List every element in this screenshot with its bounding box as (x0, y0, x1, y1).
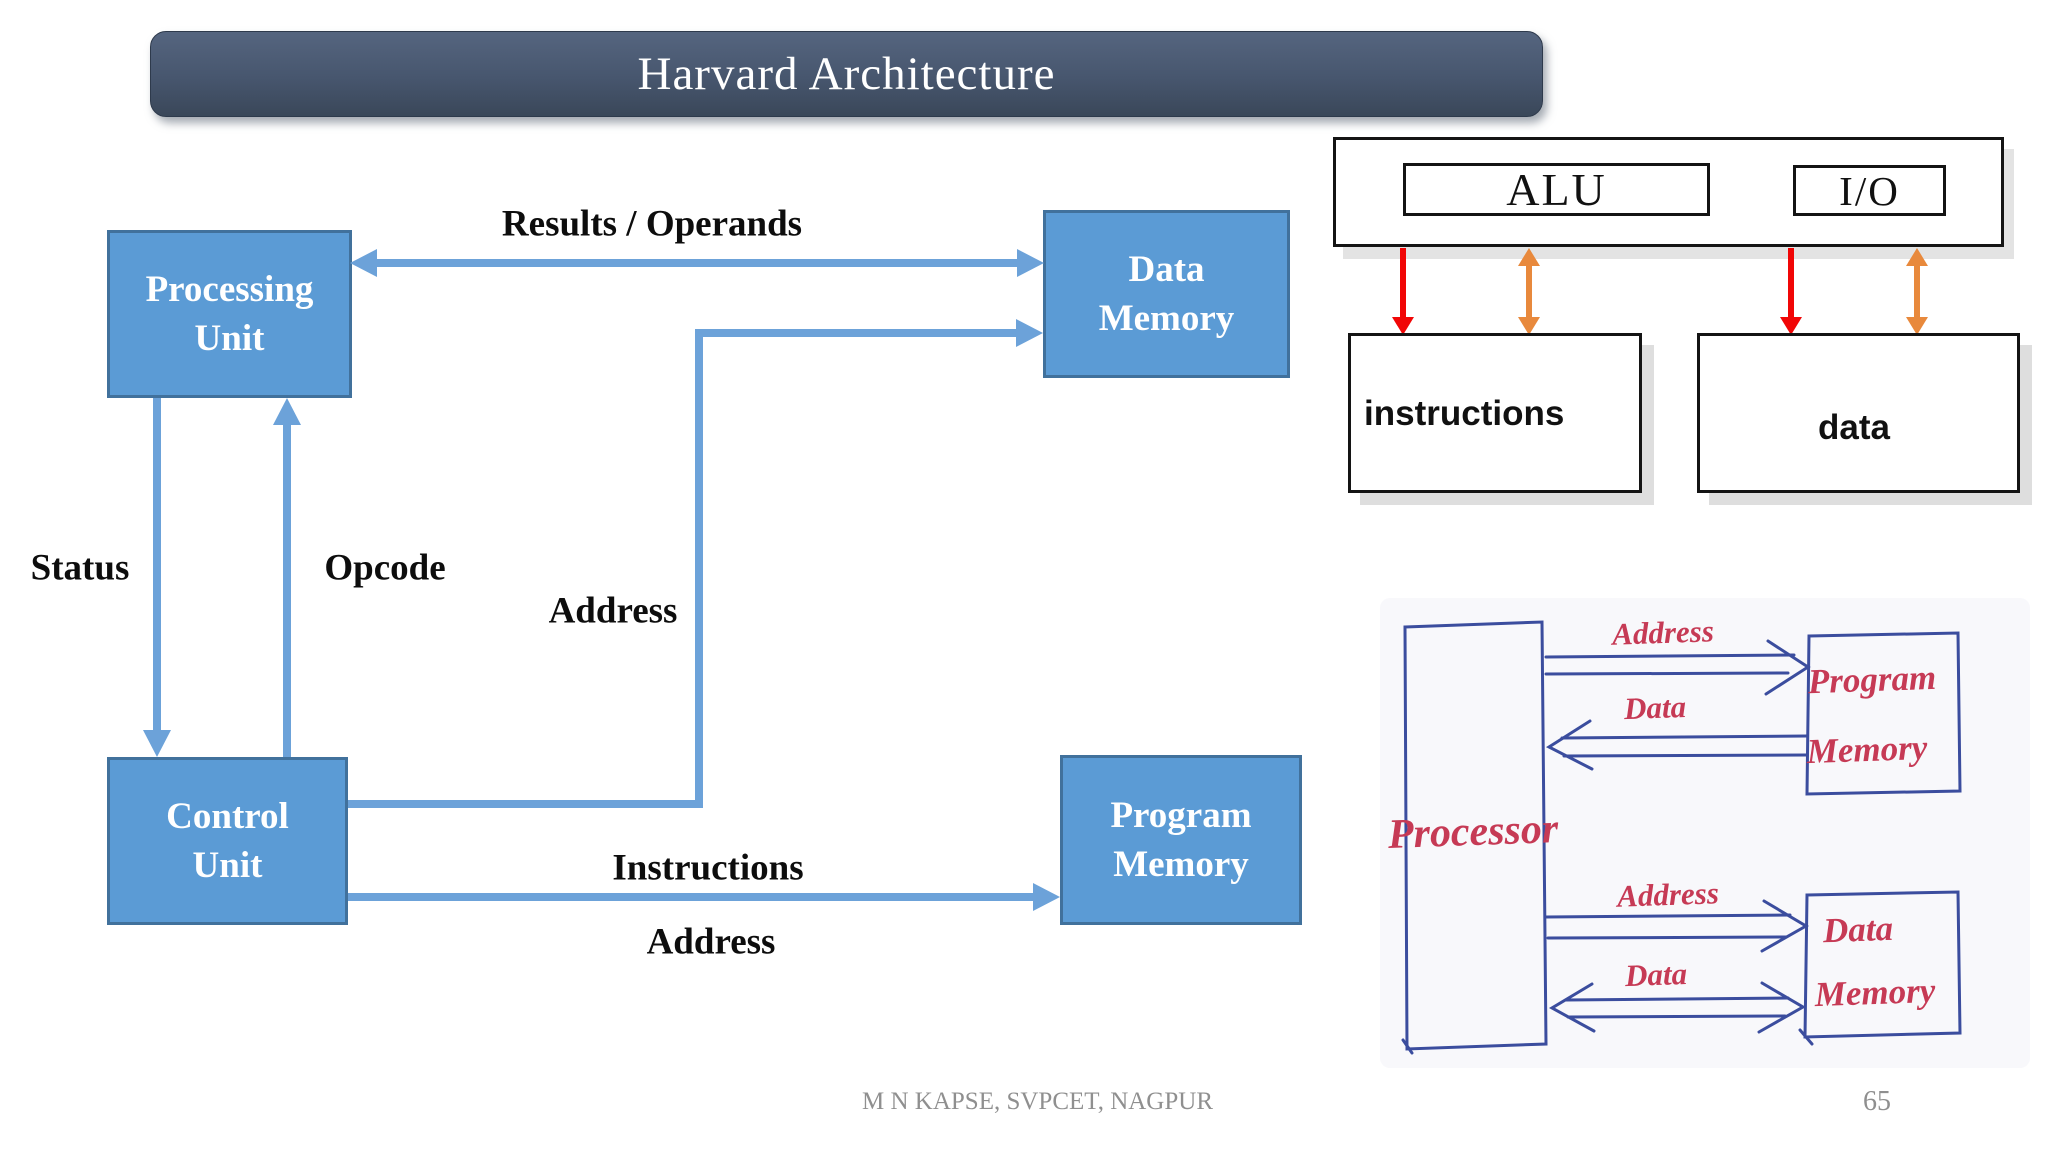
label-address-data: Address (548, 590, 678, 632)
slide-title: Harvard Architecture (637, 48, 1056, 100)
label-address-program: Address (646, 921, 776, 963)
sketch-label-address-bottom: Address (1616, 875, 1720, 914)
data-memory-label-line1: Data (1128, 249, 1205, 290)
instructions-memory-box: instructions (1348, 333, 1642, 493)
control-unit-box: Control Unit (107, 757, 348, 925)
data-memory-box: Data Memory (1043, 210, 1290, 378)
slide-title-banner: Harvard Architecture (150, 31, 1543, 117)
program-memory-label-line2: Memory (1113, 844, 1249, 885)
sketch-label-data-bottom: Data (1624, 955, 1688, 994)
program-memory-label-line1: Program (1110, 795, 1252, 836)
processing-unit-label-line1: Processing (145, 269, 314, 310)
alu-label: ALU (1506, 164, 1607, 215)
sketch-program-memory-label-line2: Memory (1806, 727, 1928, 772)
processing-unit-label-line2: Unit (194, 318, 265, 359)
label-instructions: Instructions (612, 847, 804, 889)
io-box: I/O (1793, 165, 1946, 216)
page-number: 65 (1863, 1086, 1891, 1117)
label-status: Status (30, 547, 130, 589)
sketch-processor-label: Processor (1387, 806, 1559, 858)
footer-credit: M N KAPSE, SVPCET, NAGPUR (862, 1088, 1213, 1115)
sketch-program-memory-label-line1: Program (1807, 657, 1937, 702)
label-opcode: Opcode (324, 547, 446, 589)
sketch-data-memory-label-line2: Memory (1814, 970, 1936, 1015)
instructions-memory-label: instructions (1364, 394, 1565, 433)
data-memory-io-label: data (1818, 408, 1890, 447)
control-unit-label-line1: Control (166, 796, 289, 837)
sketch-label-data-top: Data (1623, 688, 1687, 727)
control-unit-label-line2: Unit (192, 845, 263, 886)
program-memory-box: Program Memory (1060, 755, 1302, 925)
alu-box: ALU (1403, 163, 1710, 216)
io-label: I/O (1839, 167, 1900, 214)
label-results-operands: Results / Operands (501, 203, 803, 245)
processing-unit-box: Processing Unit (107, 230, 352, 398)
sketch-label-address-top: Address (1611, 613, 1715, 652)
data-memory-io-box: data (1697, 333, 2020, 493)
sketch-data-memory-label-line1: Data (1822, 908, 1894, 951)
data-memory-label-line2: Memory (1098, 298, 1235, 339)
